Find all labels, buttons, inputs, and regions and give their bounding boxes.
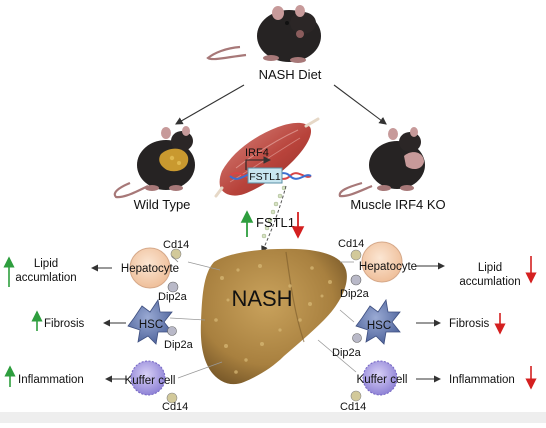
fstl1-gene-box: [247, 167, 283, 184]
right-hepatocyte-icon: [350, 241, 403, 286]
left-lipid-label-line1: Lipid: [34, 258, 58, 270]
left-inflammation-label: Inflammation: [18, 374, 84, 386]
left-cd14-bottom-label: Cd14: [162, 401, 188, 413]
arrow-diet-to-wt: [175, 84, 245, 125]
right-inflammation-label: Inflammation: [449, 374, 515, 386]
liver-icon: [200, 248, 347, 385]
left-kupffer-label: Kuffer cell: [125, 375, 176, 387]
fstl1-secretion-arrow: [261, 185, 287, 253]
left-fibrosis-label: Fibrosis: [44, 318, 85, 330]
right-dip2a-hsc-label: Dip2a: [332, 347, 362, 359]
left-hsc-label: HSC: [139, 319, 163, 331]
left-hepatocyte-icon: [129, 247, 182, 293]
wild-type-label: Wild Type: [134, 197, 191, 212]
arrow-diet-to-ko: [333, 84, 387, 125]
right-cd14-top-label: Cd14: [338, 238, 364, 250]
left-cd14-top-label: Cd14: [163, 239, 189, 251]
right-cd14-bottom-label: Cd14: [340, 401, 366, 413]
diet-label: NASH Diet: [259, 67, 322, 82]
fstl1-label: FSTL1: [256, 215, 295, 230]
right-kupffer-label: Kuffer cell: [357, 374, 408, 386]
bottom-strip: [0, 412, 546, 423]
left-lipid-label-line2: accumlation: [15, 272, 76, 284]
left-hsc-icon: [127, 298, 177, 345]
right-lipid-label-line1: Lipid: [478, 262, 502, 274]
disease-label: NASH: [231, 286, 292, 311]
left-dip2a-hep-label: Dip2a: [158, 291, 188, 303]
right-lipid-label-line2: accumlation: [459, 276, 520, 288]
wild-type-mouse-icon: [113, 126, 195, 199]
right-kupffer-icon: [350, 360, 398, 402]
right-fibrosis-label: Fibrosis: [449, 318, 490, 330]
left-hepatocyte-label: Hepatocyte: [121, 263, 179, 275]
ko-mouse-icon: [338, 127, 425, 198]
cell-liver-connectors: [169, 261, 357, 379]
fstl1-box-label: FSTL1: [249, 171, 281, 183]
promoter-arrow: [245, 156, 272, 170]
left-dip2a-hsc-label: Dip2a: [164, 339, 194, 351]
knockout-label: Muscle IRF4 KO: [350, 197, 445, 212]
top-mouse-icon: [206, 5, 321, 63]
fstl1-secretion-dots: [261, 185, 287, 239]
gene-label: IRF4: [245, 147, 269, 159]
right-hsc-icon: [352, 298, 401, 345]
right-hepatocyte-label: Hepatocyte: [359, 261, 417, 273]
right-hsc-label: HSC: [367, 320, 391, 332]
right-dip2a-hep-label: Dip2a: [340, 288, 370, 300]
left-kupffer-icon: [130, 360, 178, 404]
